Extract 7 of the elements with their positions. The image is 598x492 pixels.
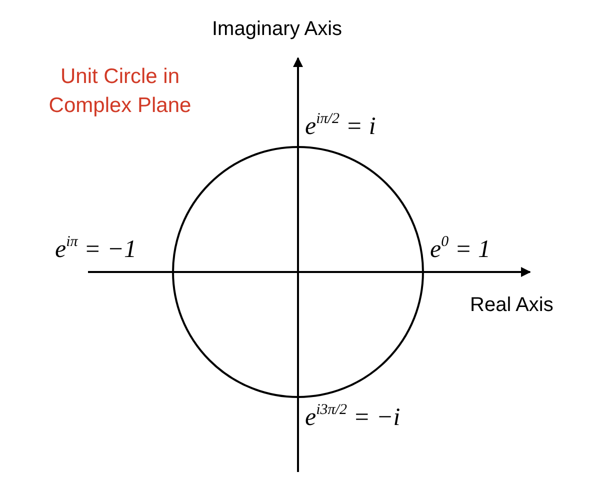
- point-label: e$^{iπ/2}$ = i: [305, 113, 376, 141]
- axis-label: Real Axis: [470, 294, 554, 317]
- diagram-title: Unit Circle in Complex Plane: [48, 64, 192, 119]
- point-label: e$^{i3π/2}$ = −i: [305, 404, 400, 432]
- axis-label: Imaginary Axis: [212, 18, 342, 41]
- point-label: e$^{0}$ = 1: [430, 236, 490, 264]
- point-label: e$^{iπ}$ = −1: [55, 236, 137, 264]
